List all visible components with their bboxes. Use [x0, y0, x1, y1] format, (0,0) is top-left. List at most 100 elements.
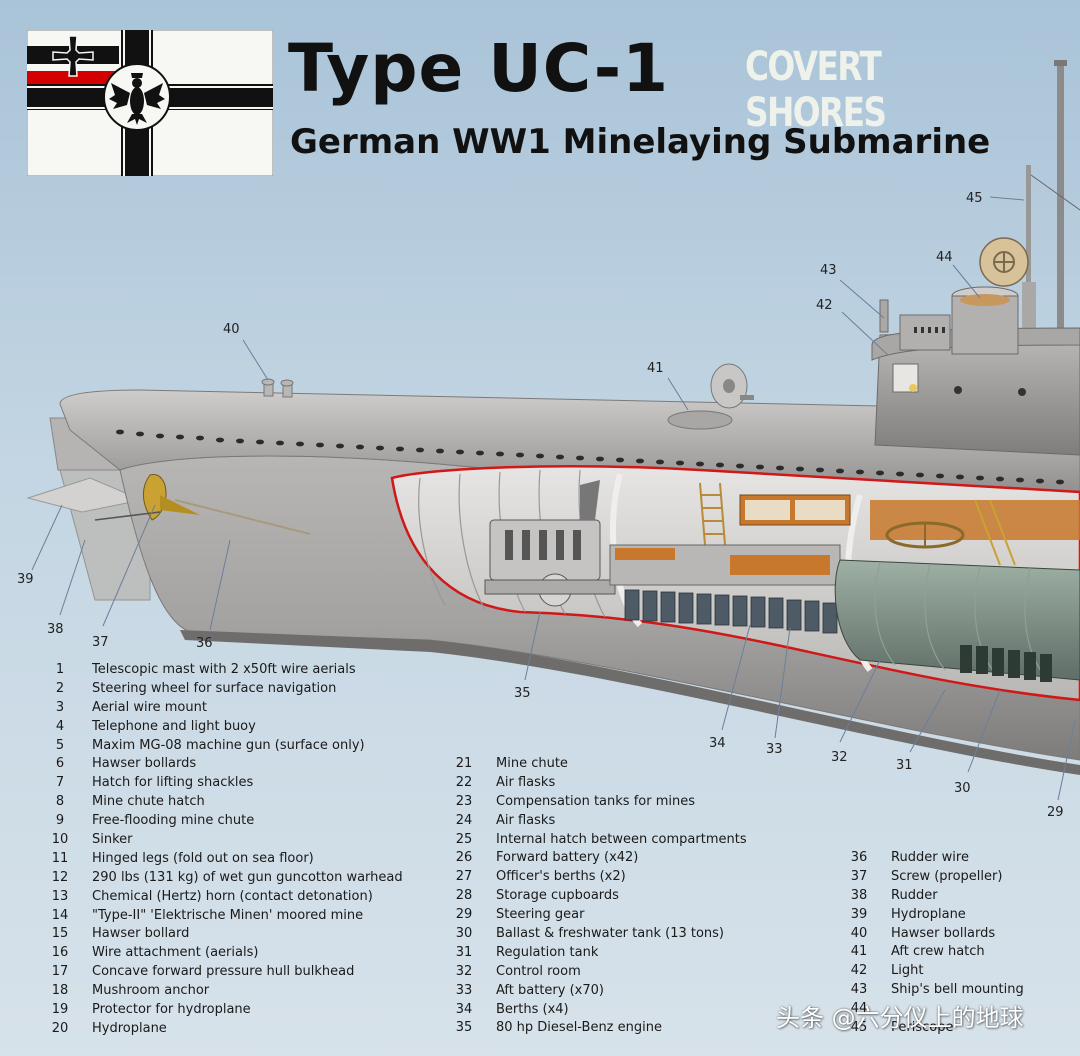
berths	[609, 494, 851, 586]
legend-number: 13	[51, 888, 69, 904]
callout-33: 33	[766, 742, 783, 757]
legend-number: 12	[51, 869, 69, 885]
ballast-tank	[834, 559, 1080, 682]
legend-number: 39	[850, 906, 868, 922]
legend-number: 16	[51, 945, 69, 961]
legend-number: 44	[850, 1001, 868, 1017]
legend-number: 17	[51, 964, 69, 980]
legend-number: 22	[455, 774, 473, 790]
aft-crew-hatch	[667, 363, 754, 430]
legend-text: Periscope	[891, 1020, 954, 1036]
legend-text: Steering wheel for surface navigation	[92, 680, 337, 696]
legend-text: Internal hatch between compartments	[496, 831, 747, 847]
imperial-german-war-ensign-icon	[27, 30, 273, 176]
legend-number: 29	[455, 907, 473, 923]
legend-item: 2 Steering wheel for surface navigation	[40, 680, 403, 699]
legend-number: 2	[55, 680, 65, 696]
aft-ladder	[699, 482, 726, 546]
legend-number: 8	[55, 794, 65, 810]
legend-text: Aft battery (x70)	[496, 982, 604, 998]
legend-number: 14	[51, 907, 69, 923]
conning-tower	[871, 286, 1080, 456]
legend-item: 12 290 lbs (131 kg) of wet gun guncotton …	[40, 869, 403, 888]
callout-41: 41	[647, 361, 664, 376]
legend-number: 15	[51, 926, 69, 942]
legend-number: 37	[850, 868, 868, 884]
legend-text: Rudder wire	[891, 850, 969, 865]
legend-text: Light	[891, 963, 924, 979]
legend-number: 25	[455, 831, 473, 847]
legend-number: 32	[455, 963, 473, 979]
callout-32: 32	[831, 750, 848, 765]
legend-text: Telescopic mast with 2 x50ft wire aerial…	[92, 662, 356, 677]
deck-casing	[59, 389, 1080, 501]
callout-40: 40	[223, 322, 240, 337]
legend-number: 18	[51, 983, 69, 999]
legend-number: 41	[850, 944, 868, 960]
legend-text: Hawser bollards	[92, 756, 197, 772]
legend-number: 31	[455, 944, 473, 960]
ships-bell-mounting	[979, 237, 1029, 287]
legend-item: 21 Mine chute	[443, 755, 747, 774]
legend-text: Concave forward pressure hull bulkhead	[92, 964, 355, 980]
legend-text: Regulation tank	[496, 944, 599, 960]
legend-number: 45	[850, 1020, 868, 1036]
legend-number: 9	[55, 813, 65, 829]
hawser-bollards	[261, 378, 294, 398]
page-title: Type UC-1	[288, 30, 670, 107]
legend-number: 19	[51, 1002, 69, 1018]
legend-number: 21	[455, 756, 473, 771]
legend-text: Storage cupboards	[496, 888, 619, 904]
legend-number: 5	[55, 737, 65, 753]
legend-text: Officer's berths (x2)	[496, 869, 626, 885]
callout-34: 34	[709, 736, 726, 751]
legend-text: Air flasks	[496, 774, 556, 790]
legend-text: Mine chute	[496, 756, 568, 771]
legend-text: "Type-II" 'Elektrische Minen' moored min…	[92, 907, 364, 923]
legend-text: 290 lbs (131 kg) of wet gun guncotton wa…	[92, 869, 403, 885]
legend-text: Wire attachment (aerials)	[92, 945, 259, 961]
legend-number: 43	[850, 982, 868, 998]
legend-number: 3	[55, 699, 65, 715]
legend-item: 27 Officer's berths (x2)	[443, 868, 747, 887]
legend-item: 36 Rudder wire	[840, 849, 1024, 868]
legend-number: 10	[51, 832, 69, 848]
legend-text: Mine chute hatch	[92, 794, 205, 810]
legend-text: Telephone and light buoy	[92, 718, 256, 734]
legend-text: Hawser bollards	[891, 925, 996, 941]
legend-item: 15 Hawser bollard	[40, 925, 403, 944]
callout-42: 42	[816, 298, 833, 313]
callout-36: 36	[196, 636, 213, 651]
legend-number: 33	[455, 982, 473, 998]
aft-battery	[624, 589, 838, 634]
legend-item: 25 Internal hatch between compartments	[443, 831, 747, 850]
legend-text: Air flasks	[496, 812, 556, 828]
legend-text: Hawser bollard	[92, 926, 190, 942]
legend-number: 36	[850, 850, 868, 865]
callout-44: 44	[936, 250, 953, 265]
legend-number: 27	[455, 869, 473, 885]
legend-item: 31 Regulation tank	[443, 944, 747, 963]
legend-number: 35	[455, 1020, 473, 1036]
